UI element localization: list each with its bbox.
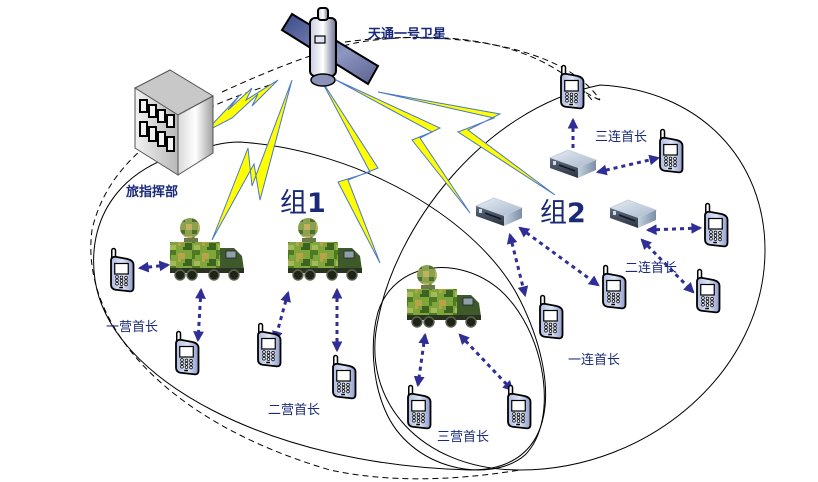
group-1-name: 组 — [280, 188, 307, 219]
handheld-phone-icon — [601, 264, 627, 310]
handheld-phone-icon — [658, 128, 684, 174]
satcom-vehicle-3-icon — [406, 264, 482, 328]
ground-terminal-1-icon — [475, 197, 523, 227]
lightning-link-vehicle-2 — [319, 77, 381, 264]
link-t1-phone-b — [518, 226, 600, 287]
handheld-phone-icon — [406, 384, 432, 430]
handheld-phone-icon — [538, 294, 564, 340]
wireless-links — [204, 77, 556, 264]
handheld-phone-icon — [109, 247, 135, 293]
company-3-label: 三连首长 — [595, 129, 647, 145]
group3-boundary — [372, 267, 545, 471]
handheld-phone-icon — [506, 384, 532, 430]
lightning-link-hq — [204, 79, 279, 133]
satellite-label: 天通一号卫星 — [368, 26, 446, 42]
link-v1-phone-left — [137, 260, 171, 273]
group-2-label: 组2 — [540, 198, 586, 229]
handheld-phone-icon — [695, 268, 721, 314]
satcom-vehicle-1-icon — [169, 217, 245, 281]
battalion-3-label: 三营首长 — [437, 430, 489, 445]
group-1-number: 1 — [307, 188, 326, 219]
lightning-link-terminal-1 — [335, 79, 471, 214]
battalion-1-label: 一营首长 — [106, 320, 158, 335]
group1-boundary — [93, 141, 547, 471]
lightning-link-vehicle-1 — [211, 79, 293, 241]
handheld-phone-icon — [331, 354, 357, 400]
headquarters-label: 旅指挥部 — [126, 184, 178, 200]
company-1-label: 一连首长 — [568, 352, 620, 368]
ground-terminal-3-icon — [549, 149, 597, 179]
headquarters-building-icon — [133, 69, 215, 176]
battalion-2-label: 二营首长 — [268, 403, 320, 418]
group2-boundary — [374, 84, 766, 471]
link-t3-phone-right — [595, 154, 661, 176]
satcom-vehicle-2-icon — [287, 217, 363, 281]
link-v3-phone-a — [413, 332, 430, 388]
link-v3-phone-b — [458, 333, 514, 392]
satellite-icon — [280, 7, 380, 87]
coverage-boundaries — [90, 36, 766, 480]
handheld-phone-icon — [174, 330, 200, 376]
group-2-name: 组 — [540, 198, 567, 229]
company-2-label: 二连首长 — [625, 260, 677, 276]
handheld-phone-icon — [559, 64, 585, 110]
link-v1-phone-bottom — [193, 287, 206, 343]
group-2-number: 2 — [567, 198, 586, 229]
group-1-label: 组1 — [280, 188, 326, 219]
link-v2-phone-a — [272, 290, 291, 343]
lightning-link-terminal-2 — [377, 91, 556, 196]
link-t2-phone-a — [645, 222, 703, 236]
satellite-dashed-top-arc — [221, 36, 593, 101]
handheld-phone-icon — [703, 202, 729, 248]
handheld-phone-icon — [256, 322, 282, 368]
ground-terminal-2-icon — [609, 199, 657, 229]
